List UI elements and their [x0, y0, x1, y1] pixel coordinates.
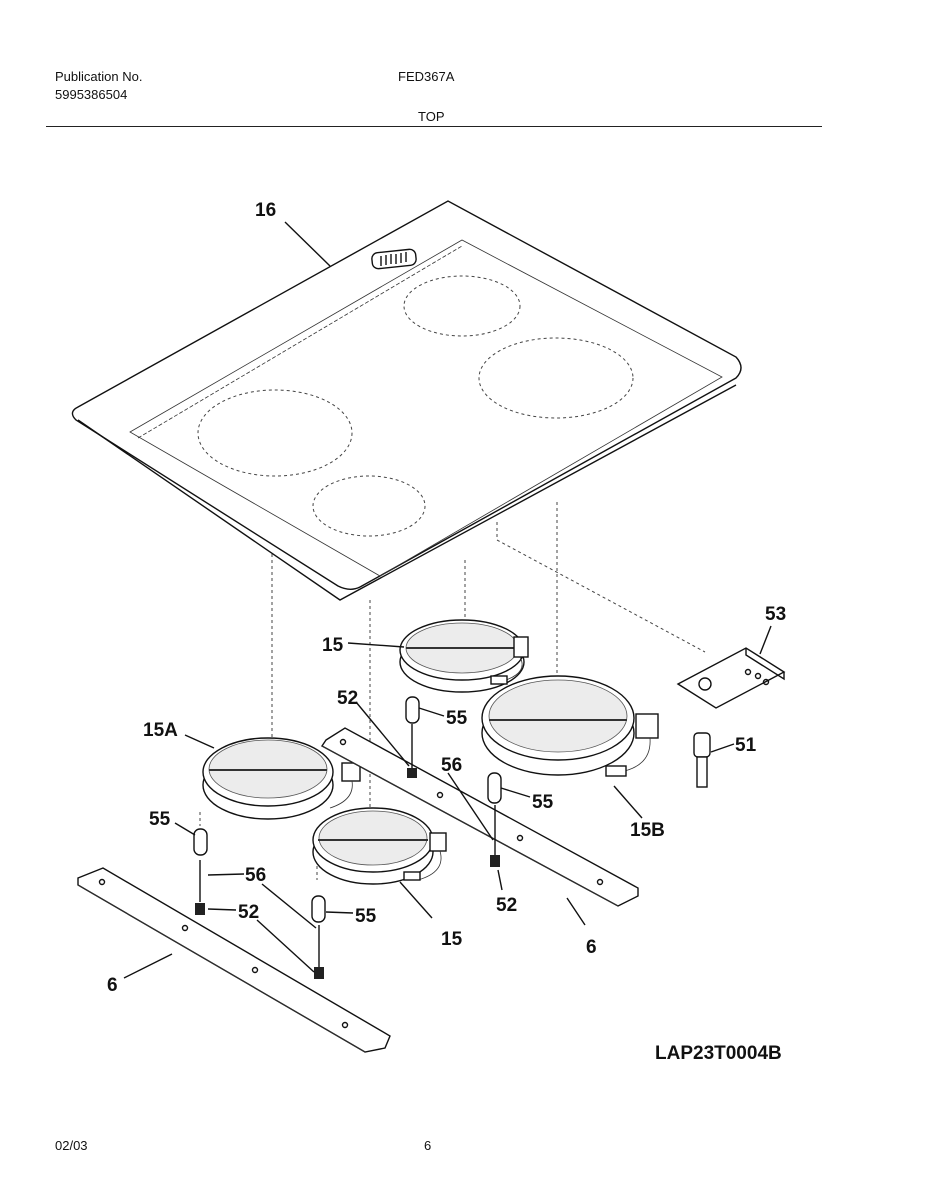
- publication-label: Publication No.: [55, 69, 143, 84]
- callout-55-left: 55: [149, 809, 171, 830]
- support-bracket-rear: [320, 727, 639, 907]
- callout-53: 53: [765, 604, 786, 625]
- indicator-light-part: [693, 732, 711, 788]
- surface-element-rear-left: [399, 619, 529, 693]
- callout-56-left: 56: [245, 865, 266, 886]
- surface-element-front-center: [312, 807, 447, 885]
- callout-51: 51: [735, 735, 757, 756]
- section-title: TOP: [418, 109, 445, 124]
- publication-number: 5995386504: [55, 87, 128, 102]
- cooktop-glass-part: [71, 200, 742, 601]
- screw-56-mid: [490, 805, 500, 867]
- spacer-55-top: [405, 696, 420, 724]
- callout-15a: 15A: [143, 720, 178, 741]
- screw-56-top: [407, 724, 417, 778]
- spacer-55-left: [193, 828, 208, 856]
- callout-6-left: 6: [107, 975, 118, 996]
- header-rule: [46, 126, 822, 127]
- model-number: FED367A: [398, 69, 455, 84]
- screw-56-left: [195, 860, 205, 915]
- alignment-lines: [199, 502, 706, 880]
- indicator-bracket-part: [676, 647, 786, 709]
- callout-56-mid: 56: [441, 755, 462, 776]
- surface-element-front-left-15a: [202, 737, 361, 820]
- callout-55-top: 55: [446, 708, 468, 729]
- callout-55-bottom: 55: [355, 906, 377, 927]
- footer-page-number: 6: [424, 1138, 432, 1153]
- callout-15-bottom: 15: [441, 929, 463, 950]
- callout-52-left: 52: [238, 902, 259, 923]
- callout-15b: 15B: [630, 820, 665, 841]
- drawing-code: LAP23T0004B: [655, 1043, 782, 1064]
- surface-element-front-right-15b: [481, 675, 659, 777]
- leader-lines: [123, 221, 772, 979]
- spacer-55-bottom: [311, 895, 326, 923]
- callout-16: 16: [255, 200, 276, 221]
- callout-15-top: 15: [322, 635, 344, 656]
- callout-6-right: 6: [586, 937, 597, 958]
- callout-55-mid: 55: [532, 792, 554, 813]
- support-bracket-front: [77, 867, 391, 1053]
- spacer-55-mid: [487, 772, 502, 804]
- footer-date: 02/03: [55, 1138, 88, 1153]
- screw-56-bottom: [314, 925, 324, 979]
- callout-52-top: 52: [337, 688, 358, 709]
- callout-52-right: 52: [496, 895, 517, 916]
